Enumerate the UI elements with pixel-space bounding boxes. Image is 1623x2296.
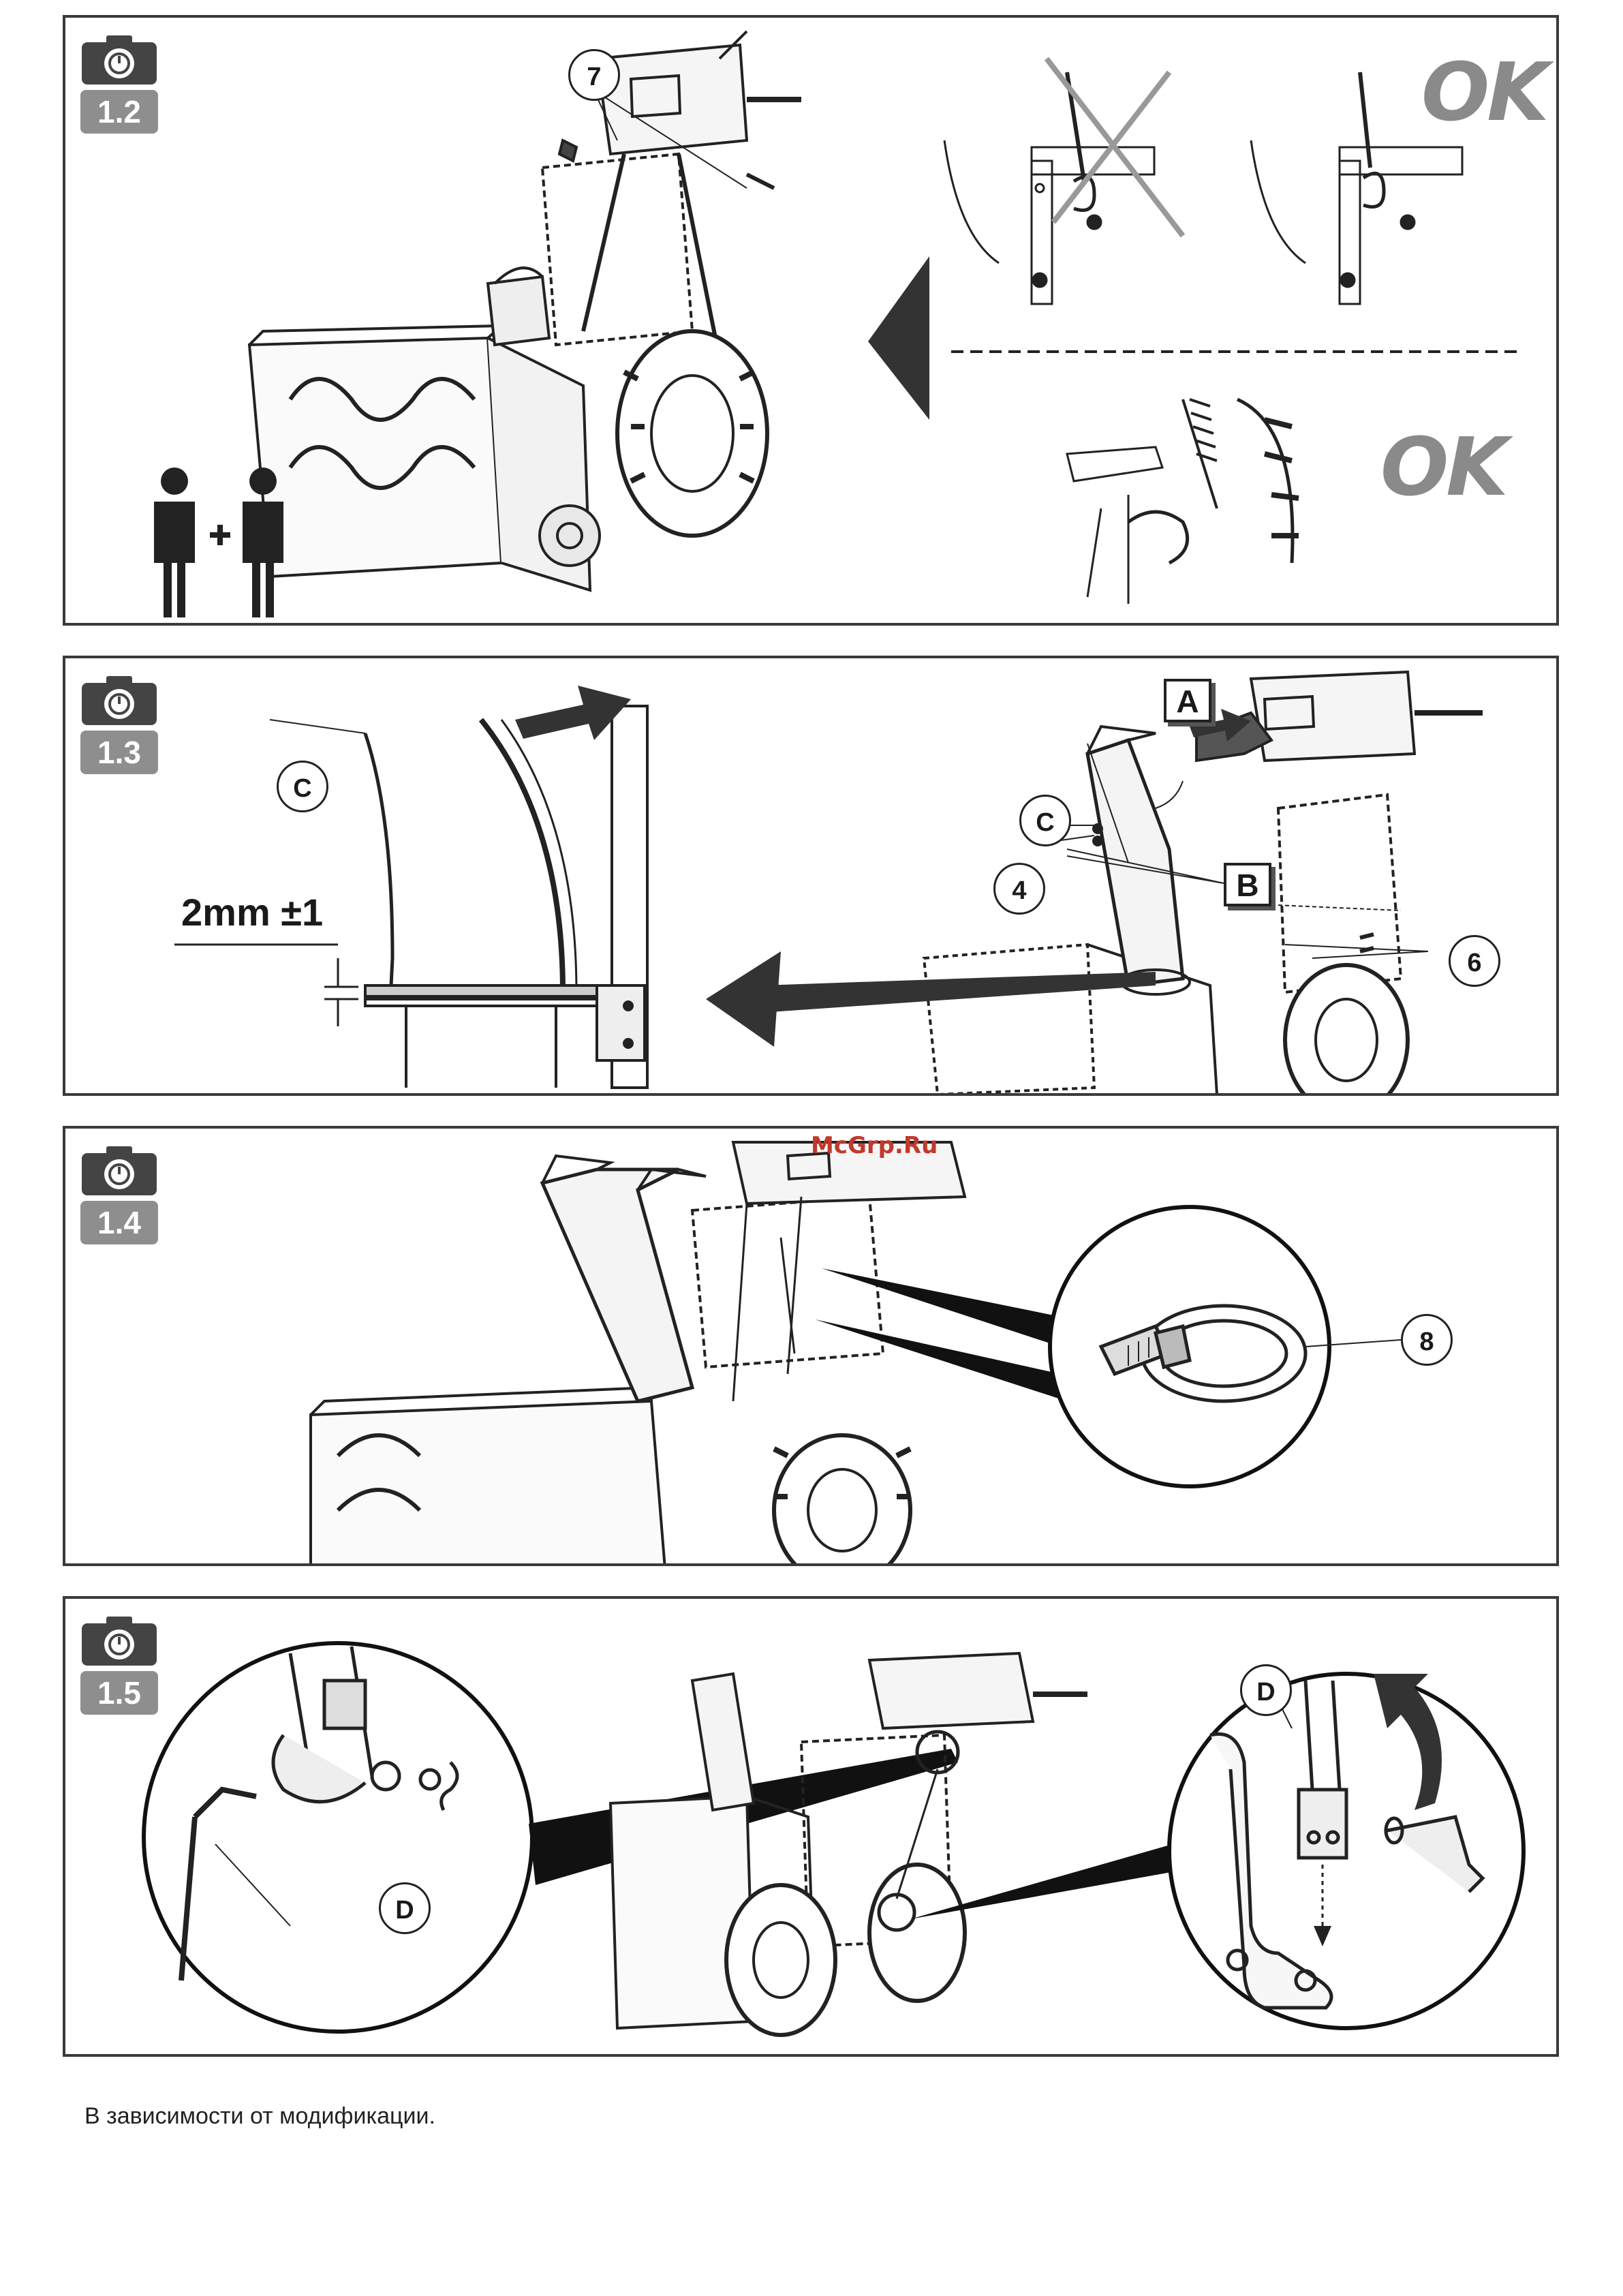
box-label-b: B [1224, 863, 1271, 906]
step-badge: 1.3 [80, 673, 158, 774]
callout-4: 4 [993, 863, 1045, 915]
box-label-a: A [1164, 679, 1211, 722]
footer-note: В зависимости от модификации. [84, 2103, 435, 2130]
arrow-left-icon [760, 972, 1156, 1013]
callout-8: 8 [1401, 1314, 1453, 1366]
camera-icon [80, 673, 158, 726]
watermark-text: McGrp.Ru [811, 1132, 938, 1159]
arrow-left-icon [868, 256, 929, 420]
step-number: 1.5 [80, 1671, 158, 1715]
two-persons-icon [154, 468, 283, 617]
step-number: 1.4 [80, 1201, 158, 1244]
camera-icon [80, 1144, 158, 1197]
callout-6: 6 [1449, 935, 1500, 987]
step-badge: 1.5 [80, 1614, 158, 1715]
callout-d: D [379, 1882, 431, 1934]
cable-tie-illustration: McGrp.Ru [65, 1129, 1559, 1566]
snowblower-illustration-1-2 [65, 18, 1559, 626]
callout-c: C [277, 761, 328, 812]
callout-7: 7 [568, 49, 620, 101]
ok-label: OK [1421, 45, 1547, 139]
step-number: 1.2 [80, 90, 158, 134]
callout-d: D [1240, 1664, 1292, 1716]
camera-icon [80, 33, 158, 86]
step-badge: 1.4 [80, 1144, 158, 1244]
ok-label: OK [1380, 420, 1506, 514]
dimension-label: 2mm ±1 [181, 890, 323, 934]
arrow-left-icon [706, 951, 781, 1047]
callout-c: C [1019, 795, 1071, 846]
panel-step-1-5: 1.5 D D [63, 1596, 1559, 2057]
panel-step-1-2: 1.2 7 OK OK [63, 15, 1559, 626]
linkage-illustration [65, 1599, 1559, 2057]
camera-icon [80, 1614, 158, 1667]
panel-step-1-4: McGrp.Ru 1.4 8 [63, 1126, 1559, 1566]
arrow-right-icon [515, 686, 631, 740]
step-badge: 1.2 [80, 33, 158, 134]
panel-step-1-3: 1.3 C 2mm ±1 A C B 4 6 [63, 656, 1559, 1096]
chute-installation-illustration [65, 658, 1559, 1096]
step-number: 1.3 [80, 731, 158, 774]
